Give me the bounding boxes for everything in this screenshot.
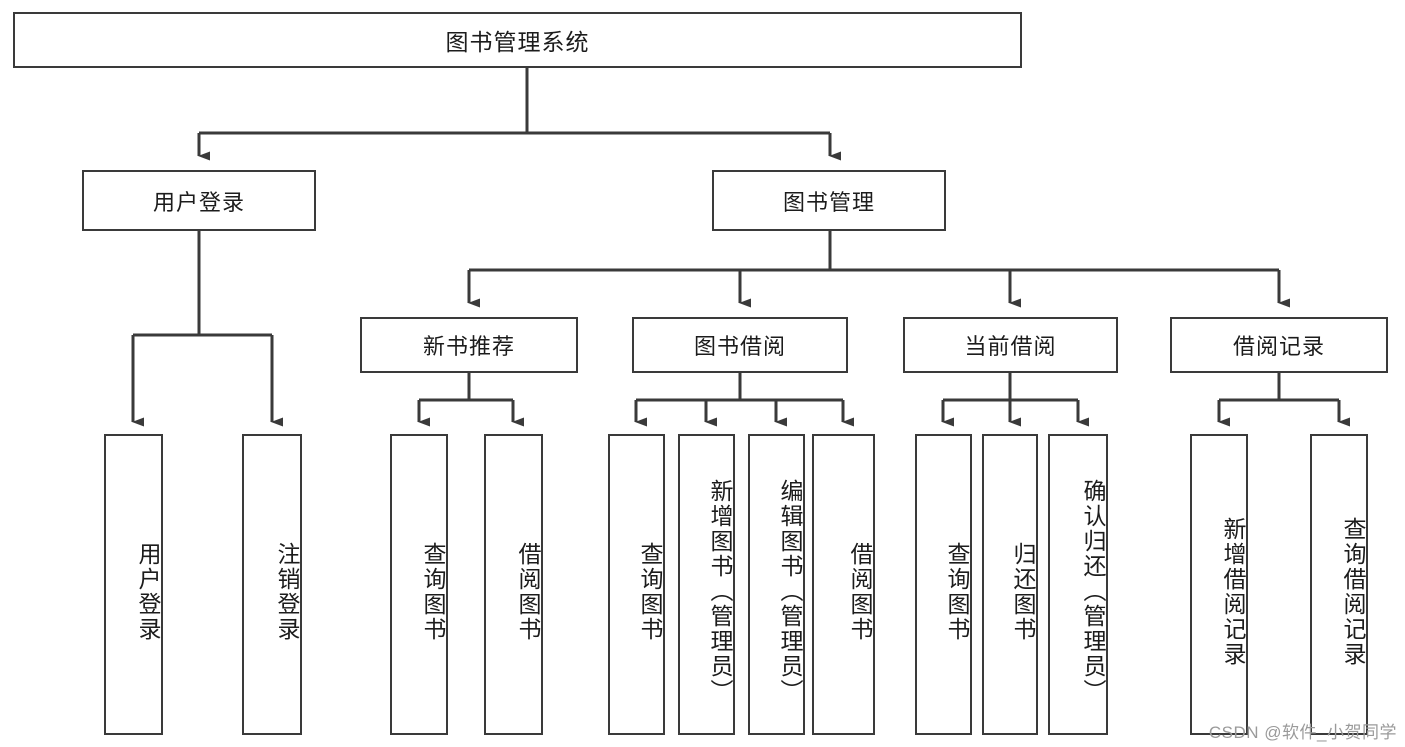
leaf-borrow-record-query[interactable]: 查询借阅记录 (1310, 434, 1368, 735)
leaf-book-borrow-add[interactable]: 新增图书（管理员） (678, 434, 735, 735)
node-label: 借阅图书 (847, 541, 873, 642)
node-current-borrow[interactable]: 当前借阅 (903, 317, 1118, 373)
node-label: 图书借阅 (693, 334, 786, 359)
node-label: 查询图书 (944, 541, 970, 642)
node-label: 图书管理系统 (445, 29, 590, 55)
node-label: 归还图书 (1010, 541, 1036, 642)
node-new-book-recommend[interactable]: 新书推荐 (360, 317, 578, 373)
node-label: 用户登录 (152, 189, 245, 215)
node-label: 图书管理 (782, 189, 875, 215)
node-user-login[interactable]: 用户登录 (82, 170, 316, 231)
node-label: 确认归还（管理员） (1080, 479, 1106, 704)
leaf-user-login-signout[interactable]: 注销登录 (242, 434, 302, 735)
node-borrow-record[interactable]: 借阅记录 (1170, 317, 1388, 373)
leaf-current-borrow-query[interactable]: 查询图书 (915, 434, 972, 735)
leaf-book-borrow-lend[interactable]: 借阅图书 (812, 434, 875, 735)
node-label: 查询图书 (637, 541, 663, 642)
leaf-new-book-borrow[interactable]: 借阅图书 (484, 434, 543, 735)
leaf-book-borrow-edit[interactable]: 编辑图书（管理员） (748, 434, 805, 735)
node-label: 注销登录 (274, 541, 300, 642)
leaf-book-borrow-query[interactable]: 查询图书 (608, 434, 665, 735)
node-label: 用户登录 (135, 541, 161, 642)
node-label: 新书推荐 (422, 334, 515, 359)
node-label: 当前借阅 (964, 334, 1057, 359)
leaf-current-borrow-return[interactable]: 归还图书 (982, 434, 1038, 735)
node-label: 查询图书 (420, 541, 446, 642)
node-label: 借阅图书 (515, 541, 541, 642)
leaf-current-borrow-confirm-return[interactable]: 确认归还（管理员） (1048, 434, 1108, 735)
leaf-borrow-record-add[interactable]: 新增借阅记录 (1190, 434, 1248, 735)
node-book-borrow[interactable]: 图书借阅 (632, 317, 848, 373)
leaf-new-book-query[interactable]: 查询图书 (390, 434, 448, 735)
node-label: 借阅记录 (1232, 334, 1325, 359)
node-root-system[interactable]: 图书管理系统 (13, 12, 1022, 68)
node-label: 编辑图书（管理员） (777, 479, 803, 704)
node-book-management[interactable]: 图书管理 (712, 170, 946, 231)
node-label: 新增图书（管理员） (707, 479, 733, 704)
watermark-text: CSDN @软件_小贺同学 (1208, 723, 1397, 742)
leaf-user-login-signin[interactable]: 用户登录 (104, 434, 163, 735)
node-label: 查询借阅记录 (1340, 516, 1366, 667)
node-label: 新增借阅记录 (1220, 516, 1246, 667)
